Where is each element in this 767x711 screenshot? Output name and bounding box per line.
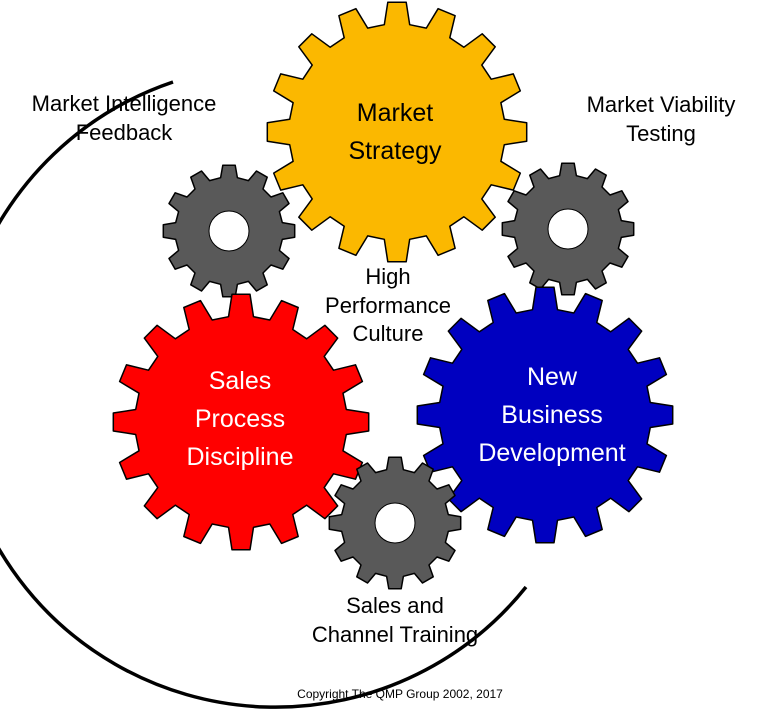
new-business-line: Business	[501, 401, 603, 429]
market-viability-line: Testing	[626, 120, 696, 146]
market-intelligence-label: Market Intelligence Feedback	[10, 90, 238, 147]
market-intelligence-line: Feedback	[75, 119, 173, 145]
market-viability-line: Market Viability	[586, 92, 736, 117]
gear-hole-right	[547, 208, 589, 250]
gear-hole-bottom	[374, 502, 416, 544]
sales-process-gear	[112, 293, 370, 551]
high-performance-culture-label: High Performance Culture	[308, 263, 468, 349]
copyright-notice: Copyright The QMP Group 2002, 2017	[297, 687, 503, 701]
market-intelligence-line: Market Intelligence	[31, 91, 217, 116]
new-business-line: Development	[478, 439, 626, 467]
new-business-line: New	[526, 363, 577, 391]
sales-process-line: Sales	[208, 367, 272, 395]
sales-process-label: Sales Process Discipline	[150, 362, 330, 476]
sales-process-line: Process	[194, 405, 286, 433]
sales-process-line: Discipline	[186, 443, 294, 471]
outer-ring-arc	[0, 80, 528, 709]
market-strategy-line: Market	[356, 99, 434, 127]
new-business-gear	[416, 286, 674, 544]
training-line: Channel Training	[311, 621, 479, 647]
culture-line: High	[365, 264, 411, 289]
gear-hole-left	[208, 210, 250, 252]
training-line: Sales and	[346, 593, 444, 618]
culture-line: Culture	[352, 321, 424, 347]
new-business-label: New Business Development	[442, 358, 662, 472]
market-strategy-gear	[266, 1, 528, 263]
sales-channel-training-label: Sales and Channel Training	[290, 592, 500, 649]
market-strategy-line: Strategy	[348, 137, 442, 165]
market-strategy-label: Market Strategy	[300, 94, 490, 170]
market-viability-label: Market Viability Testing	[566, 91, 756, 148]
culture-line: Performance	[325, 292, 451, 318]
